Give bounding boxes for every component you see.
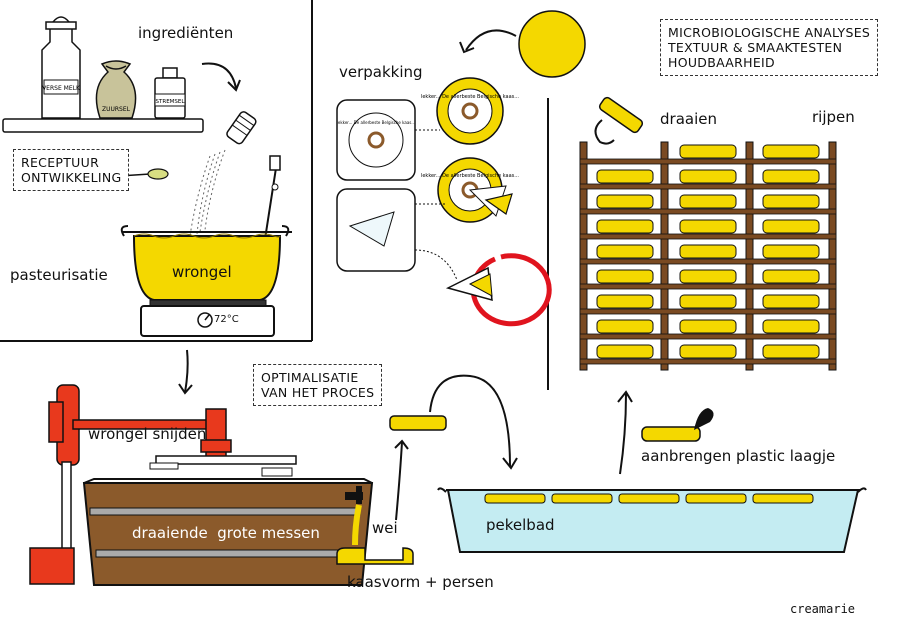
ingredient-shelf: VERSE MELK ZUURSEL STREMSEL	[2, 16, 204, 133]
box-receptuur: RECEPTUUR ONTWIKKELING	[13, 149, 130, 191]
arrow-to-packaging	[459, 29, 517, 54]
label-temperature: 72°C	[214, 314, 239, 325]
rack-cheese	[762, 144, 820, 159]
packaging-boxes	[336, 99, 458, 281]
arrow-pasteurize-down	[178, 349, 193, 395]
cut-cheese	[437, 157, 513, 223]
milk-can-icon: VERSE MELK	[41, 16, 81, 119]
box-microbiologische: MICROBIOLOGISCHE ANALYSES TEXTUUR & SMAA…	[660, 19, 879, 76]
rack-cheese	[679, 344, 737, 359]
rennet-label: STREMSEL	[156, 99, 186, 105]
label-rijpen: rijpen	[812, 108, 855, 126]
label-wrongel: wrongel	[172, 263, 232, 281]
coating-brush-icon	[641, 408, 714, 442]
labeled-cheese	[436, 77, 504, 145]
label-verpakking: verpakking	[339, 63, 423, 81]
arrow-ingredients	[201, 62, 237, 89]
sour-culture-sack-icon: ZUURSEL	[95, 60, 137, 119]
whey-stream	[352, 504, 362, 546]
curd-cutting-machine	[29, 384, 297, 585]
rennet-bottle-icon: STREMSEL	[154, 67, 186, 119]
rack-cheese	[679, 144, 737, 159]
rack-cheese	[679, 294, 737, 309]
tap-icon	[345, 486, 363, 504]
svg-text:lekker... De allerbeste Belgis: lekker... De allerbeste Belgische kaas..…	[421, 94, 519, 100]
label-draaien: draaien	[660, 110, 717, 128]
label-kaasvorm: kaasvorm + persen	[347, 573, 494, 591]
rack-cheese	[762, 294, 820, 309]
rack-cheese	[596, 319, 654, 334]
ripening-rack	[579, 141, 837, 371]
label-plastic: aanbrengen plastic laagje	[641, 447, 836, 465]
turning-cheese	[598, 96, 644, 134]
rack-cheese	[596, 219, 654, 234]
arrow-up-to-block	[394, 439, 409, 521]
label-ingredienten: ingrediënten	[138, 24, 234, 42]
rack-cheeses	[596, 144, 820, 359]
rack-cheese	[596, 194, 654, 209]
rack-cheese	[679, 269, 737, 284]
brine-bath	[437, 487, 867, 553]
credit-signature: creamarie	[790, 602, 856, 616]
rack-cheese	[762, 344, 820, 359]
turn-arrow-icon	[594, 119, 615, 145]
rack-cheese	[762, 194, 820, 209]
rack-cheese	[596, 294, 654, 309]
rack-cheese	[762, 319, 820, 334]
cheese-mold-icon	[336, 547, 414, 565]
milk-label: VERSE MELK	[42, 85, 81, 92]
salt-sprinkle	[189, 149, 226, 237]
rack-cheese	[679, 319, 737, 334]
svg-text:lekker... De allerbeste Belgis: lekker... De allerbeste Belgische kaas..…	[421, 173, 519, 179]
rack-cheese	[762, 269, 820, 284]
sour-label: ZUURSEL	[102, 106, 131, 113]
svg-text:lekker... De allerbeste Belgis: lekker... De allerbeste Belgische kaas..…	[337, 120, 415, 125]
rack-cheese	[762, 219, 820, 234]
label-wrongel-snijden: wrongel snijden	[88, 425, 207, 443]
cheese-block	[389, 415, 447, 431]
rack-cheese	[596, 244, 654, 259]
label-pasteurisatie: pasteurisatie	[10, 266, 108, 284]
box-optimalisatie: OPTIMALISATIE VAN HET PROCES	[253, 364, 383, 406]
rack-cheese	[679, 219, 737, 234]
label-pekelbad: pekelbad	[486, 516, 555, 534]
pasteurization-pot	[120, 225, 292, 308]
salt-shaker-icon	[226, 111, 257, 145]
label-wei: wei	[372, 519, 398, 537]
rack-cheese	[679, 244, 737, 259]
whole-cheese	[518, 10, 586, 78]
rack-cheese	[596, 269, 654, 284]
label-draaiende-messen: draaiende grote messen	[132, 524, 320, 542]
arrow-up-to-rack	[617, 390, 633, 475]
rack-cheese	[596, 344, 654, 359]
hot-plate	[140, 305, 275, 337]
rack-cheese	[679, 194, 737, 209]
rack-cheese	[762, 244, 820, 259]
rack-cheese	[679, 169, 737, 184]
cheese-vat	[82, 478, 374, 586]
rack-cheese	[596, 169, 654, 184]
arrow-to-brine	[429, 374, 518, 470]
rack-cheese	[762, 169, 820, 184]
packaged-wedge	[445, 253, 552, 327]
brine-cheeses	[484, 493, 814, 504]
label-ring-texts: lekker... De allerbeste Belgische kaas..…	[337, 94, 520, 179]
